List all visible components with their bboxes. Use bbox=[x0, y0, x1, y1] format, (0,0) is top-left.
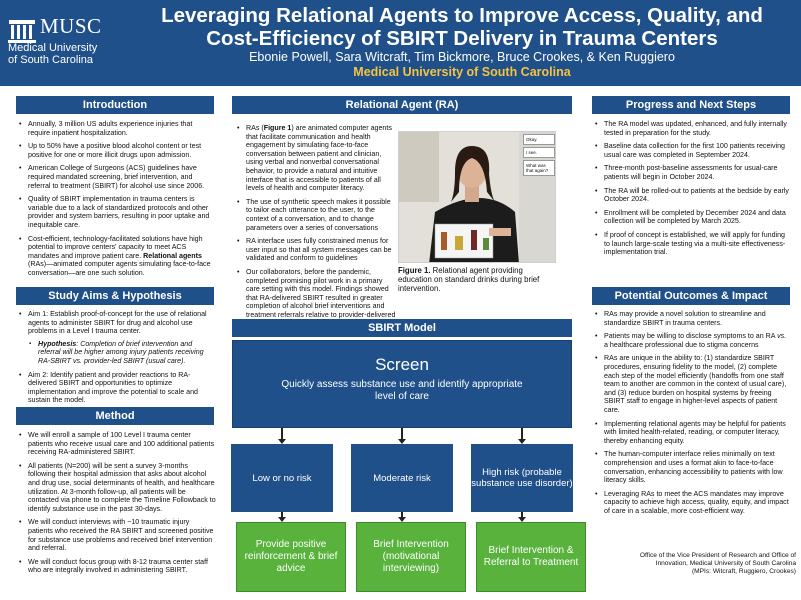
logo-subtitle: Medical University of South Carolina bbox=[8, 42, 98, 66]
screen-title: Screen bbox=[375, 355, 429, 374]
aim-2: Aim 2: Identify patient and provider rea… bbox=[18, 371, 216, 405]
risk-moderate-box: Moderate risk bbox=[351, 444, 453, 512]
method-item: We will enroll a sample of 100 Level I t… bbox=[18, 431, 216, 457]
arrow-down bbox=[518, 428, 526, 444]
arrow-down bbox=[278, 512, 286, 522]
introduction-section: Annually, 3 million US adults experience… bbox=[18, 120, 216, 283]
agent-illustration bbox=[399, 132, 555, 262]
poster-title: Leveraging Relational Agents to Improve … bbox=[161, 4, 763, 50]
arrow-down bbox=[398, 512, 406, 522]
method-item: We will conduct interviews with ~10 trau… bbox=[18, 518, 216, 552]
method-heading: Method bbox=[16, 407, 214, 425]
intervention-moderate-box: Brief Intervention (motivational intervi… bbox=[356, 522, 466, 592]
outcomes-section: RAs may provide a novel solution to stre… bbox=[594, 310, 792, 520]
intro-item: Cost-efficient, technology-facilitated s… bbox=[18, 235, 216, 278]
sbirt-model-heading: SBIRT Model bbox=[232, 319, 572, 337]
arrow-down bbox=[278, 428, 286, 444]
aims-heading: Study Aims & Hypothesis bbox=[16, 287, 214, 305]
progress-item: Enrollment will be completed by December… bbox=[594, 209, 792, 226]
ra-item: The use of synthetic speech makes it pos… bbox=[236, 198, 396, 232]
agent-menu-option[interactable]: What was that again? bbox=[523, 160, 555, 176]
musc-logo-icon bbox=[8, 20, 36, 43]
intro-item: Up to 50% have a positive blood alcohol … bbox=[18, 142, 216, 159]
progress-item: Three-month post-baseline assessments fo… bbox=[594, 164, 792, 181]
intervention-high-box: Brief Intervention & Referral to Treatme… bbox=[476, 522, 586, 592]
ra-item: RA interface uses fully constrained menu… bbox=[236, 237, 396, 263]
musc-logo: MUSC Medical University of South Carolin… bbox=[6, 12, 124, 74]
relational-agent-heading: Relational Agent (RA) bbox=[232, 96, 572, 114]
intro-item: Quality of SBIRT implementation in traum… bbox=[18, 195, 216, 229]
outcomes-heading: Potential Outcomes & Impact bbox=[592, 287, 790, 305]
progress-heading: Progress and Next Steps bbox=[592, 96, 790, 114]
arrow-down bbox=[518, 512, 526, 522]
ra-item: RAs (Figure 1) are animated computer age… bbox=[236, 124, 396, 193]
method-section: We will enroll a sample of 100 Level I t… bbox=[18, 431, 216, 580]
logo-wordmark: MUSC bbox=[40, 14, 102, 38]
funding-note: Office of the Vice President of Research… bbox=[639, 552, 796, 575]
intro-item: Annually, 3 million US adults experience… bbox=[18, 120, 216, 137]
hypothesis: Hypothesis: Completion of brief interven… bbox=[28, 340, 216, 366]
aim-1: Aim 1: Establish proof-of-concept for th… bbox=[18, 310, 216, 366]
outcome-item: Implementing relational agents may be he… bbox=[594, 420, 792, 446]
progress-item: The RA model was updated, enhanced, and … bbox=[594, 120, 792, 137]
risk-high-box: High risk (probable substance use disord… bbox=[471, 444, 573, 512]
intervention-low-box: Provide positive reinforcement & brief a… bbox=[236, 522, 346, 592]
method-item: All patients (N=200) will be sent a surv… bbox=[18, 462, 216, 514]
figure-caption: Figure 1. Relational agent providing edu… bbox=[398, 266, 540, 293]
outcome-item: Patients may be willing to disclose symp… bbox=[594, 332, 792, 349]
screen-box: Screen Quickly assess substance use and … bbox=[232, 340, 572, 428]
screen-subtitle: Quickly assess substance use and identif… bbox=[281, 379, 523, 402]
method-item: We will conduct focus group with 8-12 tr… bbox=[18, 558, 216, 575]
arrow-down bbox=[398, 428, 406, 444]
intro-item: American College of Surgeons (ACS) guide… bbox=[18, 164, 216, 190]
progress-item: If proof of concept is established, we w… bbox=[594, 231, 792, 257]
progress-section: The RA model was updated, enhanced, and … bbox=[594, 120, 792, 262]
poster-authors: Ebonie Powell, Sara Witcraft, Tim Bickmo… bbox=[249, 50, 675, 64]
outcome-item: RAs are unique in the ability to: (1) st… bbox=[594, 354, 792, 414]
risk-low-box: Low or no risk bbox=[231, 444, 333, 512]
outcome-item: Leveraging RAs to meet the ACS mandates … bbox=[594, 490, 792, 516]
relational-agent-figure: Okay. I see. What was that again? bbox=[398, 131, 556, 263]
outcome-item: RAs may provide a novel solution to stre… bbox=[594, 310, 792, 327]
agent-menu: Okay. I see. What was that again? bbox=[523, 134, 555, 176]
agent-menu-option[interactable]: I see. bbox=[523, 147, 555, 158]
progress-item: The RA will be rolled-out to patients at… bbox=[594, 187, 792, 204]
relational-agent-section: RAs (Figure 1) are animated computer age… bbox=[236, 124, 396, 333]
introduction-heading: Introduction bbox=[16, 96, 214, 114]
progress-item: Baseline data collection for the first 1… bbox=[594, 142, 792, 159]
poster-institution: Medical University of South Carolina bbox=[353, 65, 571, 79]
agent-menu-option[interactable]: Okay. bbox=[523, 134, 555, 145]
aims-section: Aim 1: Establish proof-of-concept for th… bbox=[18, 310, 216, 410]
outcome-item: The human-computer interface relies mini… bbox=[594, 450, 792, 484]
poster-header: MUSC Medical University of South Carolin… bbox=[0, 0, 801, 86]
